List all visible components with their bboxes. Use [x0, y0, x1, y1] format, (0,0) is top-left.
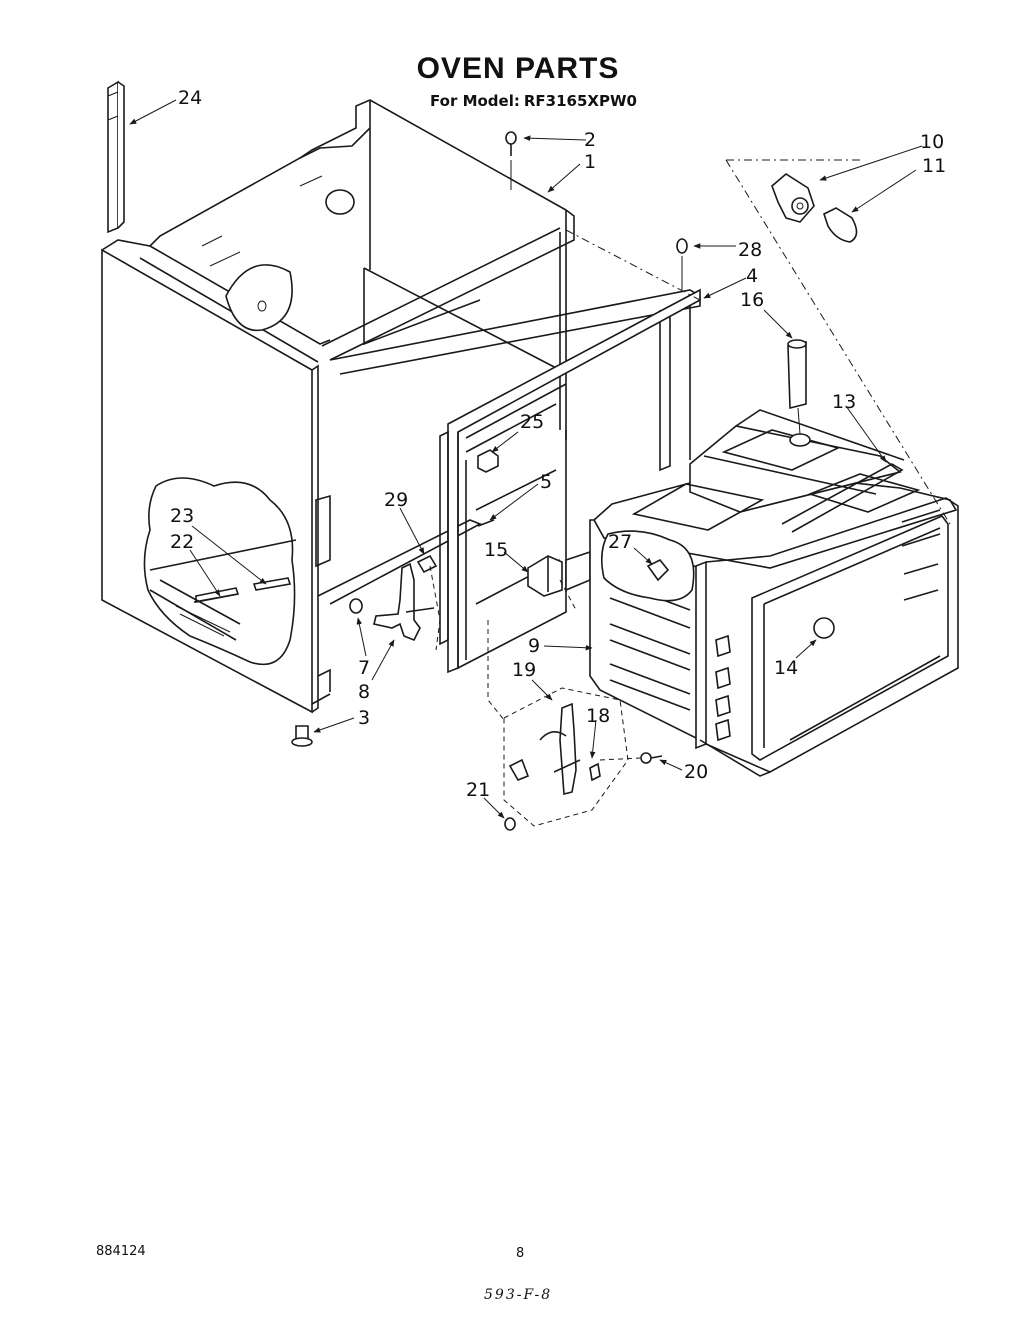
callout-9: 9: [528, 635, 540, 657]
model-label: For Model:: [430, 92, 520, 110]
callout-14: 14: [774, 657, 798, 679]
callout-7: 7: [358, 657, 370, 679]
part-10-light-socket: [771, 173, 815, 223]
footer-page-number: 8: [516, 1246, 525, 1261]
part-29-hinge: [349, 554, 441, 651]
part-4-frame: [439, 288, 701, 674]
callout-16: 16: [740, 289, 764, 311]
part-16-vent-tube: [787, 339, 811, 447]
callout-5: 5: [540, 471, 552, 493]
page-title: OVEN PARTS: [416, 52, 620, 85]
part-11-light-bulb: [823, 207, 858, 243]
part-3-leveling-leg: [291, 725, 313, 747]
callout-18: 18: [586, 705, 610, 727]
model-subtitle: For Model:RF3165XPW0: [430, 92, 637, 110]
callout-25: 25: [520, 411, 544, 433]
part-21-clip: [504, 817, 516, 831]
callout-3: 3: [358, 707, 370, 729]
part-20-screw: [640, 752, 663, 764]
callout-23: 23: [170, 505, 194, 527]
part-2-screw: [505, 131, 517, 190]
part-9-oven-cavity: [589, 409, 959, 777]
callout-19: 19: [512, 659, 536, 681]
callout-13: 13: [832, 391, 856, 413]
callout-20: 20: [684, 761, 708, 783]
footer-handwritten-note: 593-F-8: [484, 1287, 553, 1303]
callout-22: 22: [170, 531, 194, 553]
part-19-door-latch: [503, 687, 629, 827]
callout-10: 10: [920, 131, 944, 153]
callout-21: 21: [466, 779, 490, 801]
callout-8: 8: [358, 681, 370, 703]
part-28-clip: [676, 238, 688, 290]
callout-11: 11: [922, 155, 946, 177]
footer-document-code: 884124: [96, 1244, 146, 1259]
callout-27: 27: [608, 531, 632, 553]
callout-1: 1: [584, 151, 596, 173]
callout-15: 15: [484, 539, 508, 561]
model-number: RF3165XPW0: [523, 92, 637, 110]
callout-2: 2: [584, 129, 596, 151]
cutaway-panel: [143, 477, 297, 666]
callout-29: 29: [384, 489, 408, 511]
part-13-gasket: [781, 463, 904, 533]
callout-4: 4: [746, 265, 758, 287]
callout-28: 28: [738, 239, 762, 261]
callout-labels: 24 2 1 10 11 28 4 16 13 25 5 29 23 22 15…: [170, 87, 946, 801]
part-24-vent-trim: [107, 80, 125, 234]
callout-24: 24: [178, 87, 202, 109]
leader-lines: [129, 99, 923, 819]
